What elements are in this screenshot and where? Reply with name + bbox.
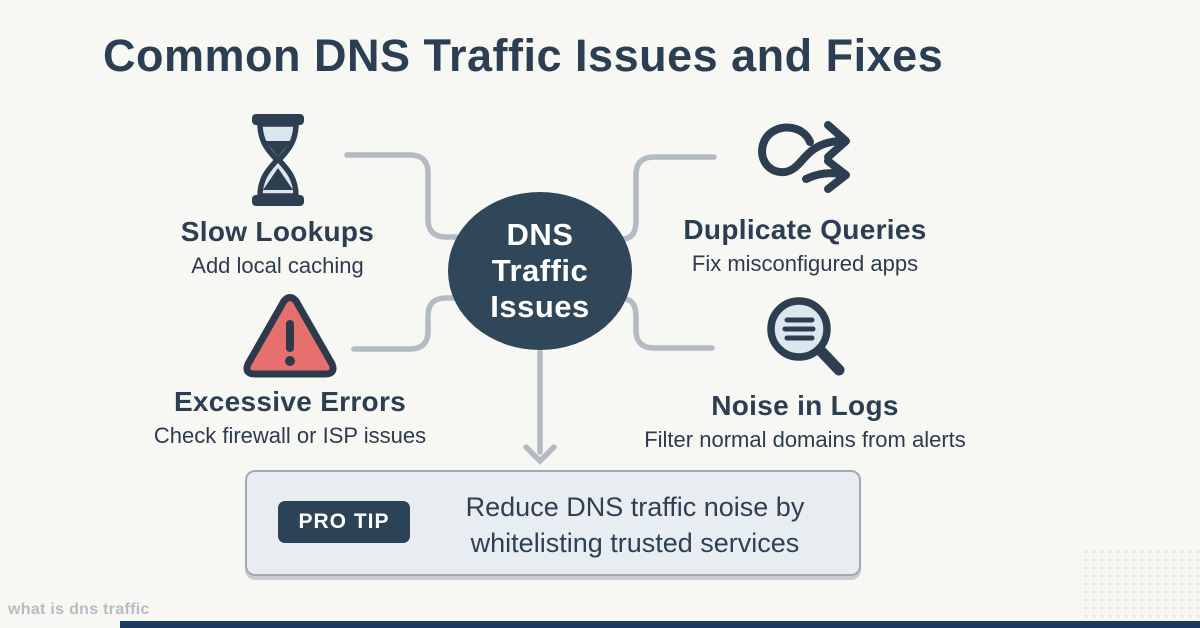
- node-title: Excessive Errors: [173, 386, 407, 417]
- node-noise-in-logs: Noise in Logs Filter normal domains from…: [610, 292, 1000, 453]
- corner-dot-texture: [1082, 548, 1200, 628]
- node-slow-lookups: Slow Lookups Add local caching: [95, 110, 460, 279]
- connector-top-right: [619, 154, 717, 242]
- node-fix: Filter normal domains from alerts: [644, 427, 966, 452]
- pro-tip-badge: PRO TIP: [278, 501, 410, 543]
- node-fix: Add local caching: [191, 253, 364, 278]
- node-fix: Fix misconfigured apps: [691, 251, 919, 276]
- down-arrow-head: [523, 444, 557, 465]
- pro-tip-text: Reduce DNS traffic noise by whitelisting…: [465, 492, 805, 558]
- page-title: Common DNS Traffic Issues and Fixes: [103, 30, 944, 81]
- node-title: Duplicate Queries: [683, 214, 927, 245]
- pro-tip-box: PRO TIP Reduce DNS traffic noise by whit…: [245, 470, 861, 576]
- node-title: Noise in Logs: [711, 390, 899, 421]
- warning-triangle-icon: [243, 294, 337, 378]
- node-fix: Check firewall or ISP issues: [153, 423, 427, 448]
- connector-bottom-right: [617, 295, 715, 351]
- connector-bottom-left: [351, 295, 459, 352]
- connector-top-left: [344, 152, 459, 240]
- central-node-label: DNS Traffic Issues: [490, 217, 590, 324]
- node-duplicate-queries: Duplicate Queries Fix misconfigured apps: [625, 112, 985, 277]
- hourglass-icon: [251, 114, 304, 206]
- bottom-accent-bar: [120, 621, 1200, 628]
- magnifier-logs-icon: [767, 297, 845, 376]
- central-node-dns-traffic-issues: DNS Traffic Issues: [448, 192, 632, 350]
- watermark-text: what is dns traffic: [8, 601, 150, 618]
- duplicate-arrows-icon: [758, 121, 850, 193]
- node-title: Slow Lookups: [180, 216, 375, 247]
- node-excessive-errors: Excessive Errors Check firewall or ISP i…: [110, 292, 470, 449]
